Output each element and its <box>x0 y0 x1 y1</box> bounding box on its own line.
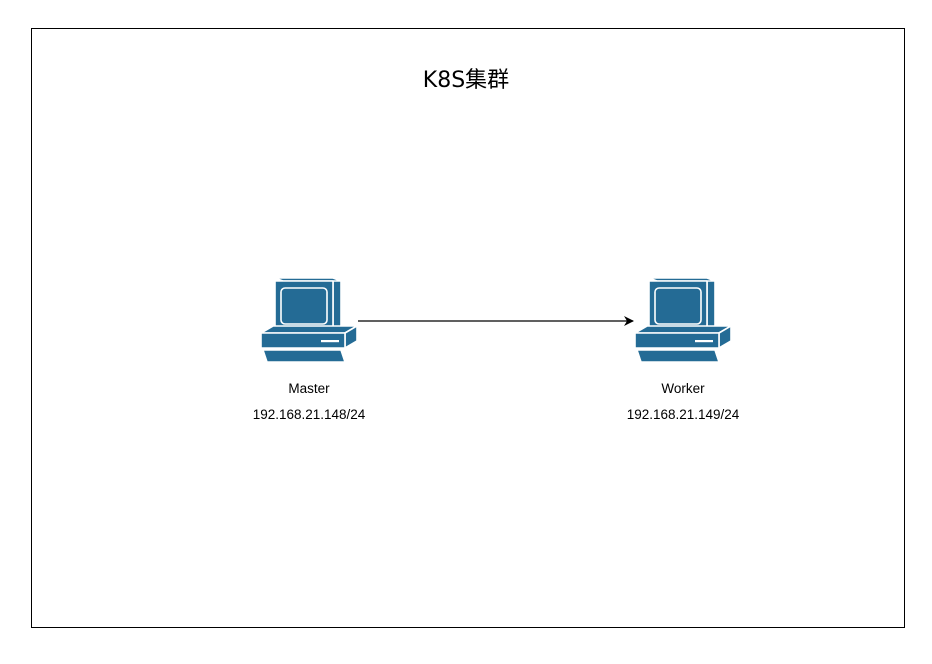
master-pc-icon <box>260 277 358 363</box>
diagram-title: K8S集群 <box>422 68 510 93</box>
master-ip-label: 192.168.21.148/24 <box>252 407 366 422</box>
worker-pc-icon <box>634 277 732 363</box>
worker-ip-label: 192.168.21.149/24 <box>626 407 740 422</box>
master-name-label: Master <box>288 381 330 396</box>
cluster-boundary <box>31 28 905 628</box>
worker-name-label: Worker <box>661 381 705 396</box>
